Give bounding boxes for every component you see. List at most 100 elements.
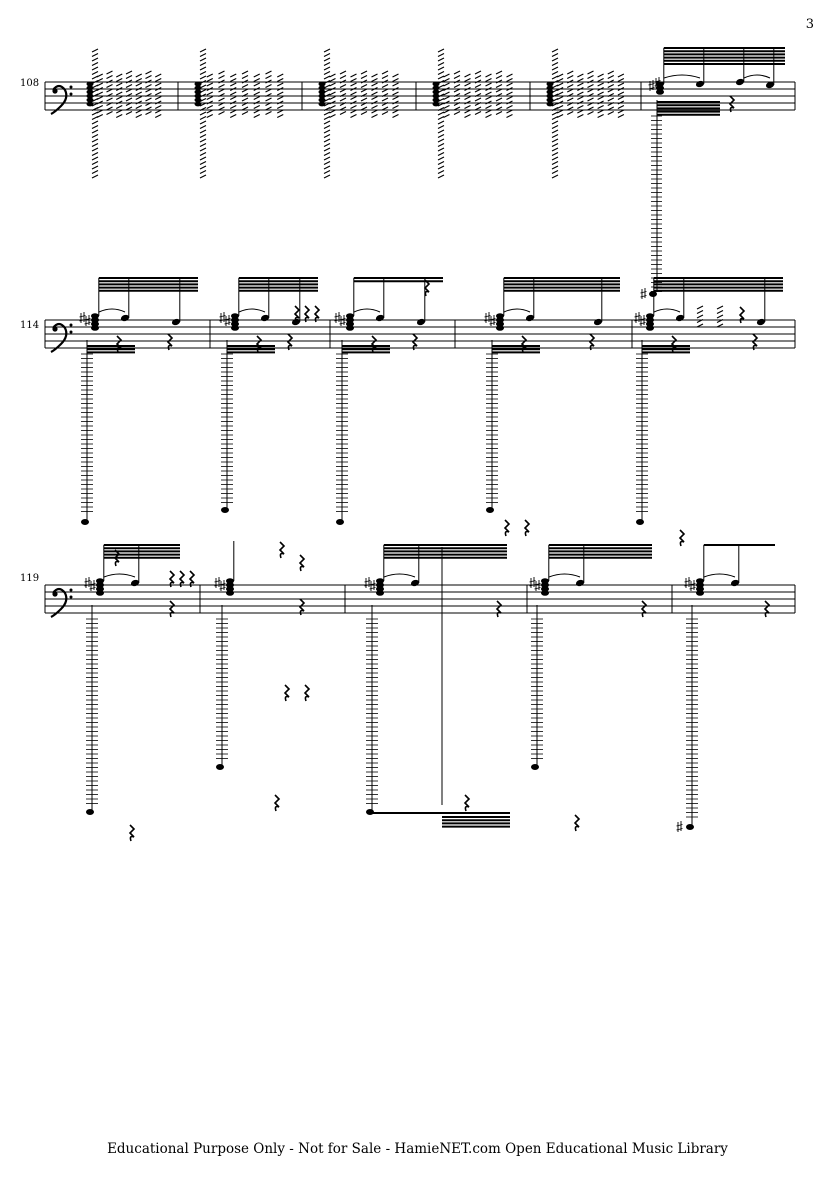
tremolo-mark: [323, 170, 331, 174]
tremolo-mark: [106, 106, 113, 111]
rest-icon: [273, 794, 281, 812]
tremolo-mark: [597, 87, 604, 91]
tremolo-mark: [135, 114, 142, 118]
notehead: [86, 93, 94, 99]
tremolo-mark: [329, 78, 336, 82]
tremolo-mark: [360, 70, 368, 75]
notehead: [546, 85, 554, 91]
tremolo-mark: [323, 62, 331, 66]
tremolo-mark: [323, 111, 331, 116]
tremolo-mark: [91, 165, 99, 170]
tremolo-mark: [443, 82, 450, 87]
tremolo-mark: [116, 87, 123, 91]
tremolo-mark: [125, 79, 133, 84]
tremolo-mark: [230, 109, 237, 114]
tremolo-mark: [551, 66, 559, 71]
tremolo-mark: [381, 102, 389, 106]
rest-icon: [166, 333, 174, 351]
tremolo-mark: [392, 82, 399, 87]
notehead: [541, 578, 549, 584]
tremolo-mark: [453, 106, 461, 111]
tremolo-mark: [350, 87, 357, 91]
tremolo-mark: [253, 109, 260, 114]
tremolo-mark: [323, 152, 331, 156]
notehead: [675, 314, 685, 322]
tremolo-mark: [145, 79, 152, 84]
tremolo-mark: [371, 87, 378, 91]
notehead: [346, 321, 354, 327]
tremolo-mark: [329, 82, 336, 87]
tie: [548, 573, 581, 578]
notehead: [525, 314, 535, 322]
measure-number-system-1: 108: [20, 78, 40, 89]
notehead: [376, 586, 384, 592]
tremolo-mark: [495, 106, 503, 111]
tremolo-mark: [556, 100, 564, 105]
tremolo-mark: [371, 105, 378, 109]
tremolo-mark: [495, 84, 503, 88]
tremolo-mark: [350, 91, 357, 96]
tremolo-mark: [145, 93, 152, 97]
tremolo-mark: [485, 105, 492, 109]
tremolo-mark: [199, 138, 207, 143]
tremolo-mark: [360, 106, 368, 111]
notehead: [260, 314, 270, 322]
rest-icon: [520, 335, 528, 353]
notehead: [318, 93, 326, 99]
tremolo-mark: [551, 62, 559, 66]
tremolo-mark: [617, 100, 625, 105]
notehead: [96, 590, 104, 596]
tremolo-mark: [218, 88, 225, 93]
tremolo-mark: [474, 84, 482, 88]
tremolo-mark: [443, 109, 450, 114]
tremolo-mark: [206, 73, 213, 78]
notehead: [432, 101, 440, 107]
notehead: [636, 519, 644, 525]
tremolo-mark: [241, 79, 249, 84]
notehead: [318, 101, 326, 107]
notehead: [686, 824, 694, 830]
tremolo-mark: [265, 75, 272, 79]
tremolo-mark: [265, 88, 272, 93]
tremolo-mark: [587, 75, 594, 79]
tremolo-mark: [696, 310, 704, 314]
tremolo-mark: [125, 70, 133, 75]
tremolo-mark: [360, 111, 368, 115]
tremolo-mark: [474, 102, 482, 106]
tremolo-mark: [241, 84, 249, 88]
tremolo-mark: [145, 75, 152, 79]
sharp-icon: [84, 315, 91, 326]
tremolo-mark: [218, 79, 225, 84]
notehead: [575, 579, 585, 587]
notehead: [318, 97, 326, 103]
tremolo-mark: [696, 323, 704, 328]
notehead: [226, 578, 234, 584]
notehead: [546, 81, 554, 87]
tremolo-mark: [277, 105, 284, 109]
notehead: [86, 81, 94, 87]
tremolo-mark: [106, 102, 113, 106]
tremolo-mark: [265, 97, 272, 102]
tremolo-mark: [230, 100, 237, 105]
sharp-icon: [529, 577, 536, 588]
sharp-icon: [219, 580, 226, 591]
tremolo-mark: [464, 114, 471, 118]
rest-icon: [278, 541, 286, 559]
bass-clef-dot: [52, 88, 58, 94]
tremolo-mark: [360, 75, 368, 79]
tremolo-mark: [551, 156, 559, 161]
tremolo-mark: [474, 97, 482, 102]
rest-icon: [411, 333, 419, 351]
tremolo-mark: [437, 107, 445, 111]
tremolo-mark: [339, 93, 347, 97]
tremolo-mark: [241, 93, 249, 97]
tremolo-mark: [437, 138, 445, 143]
tremolo-mark: [323, 143, 331, 147]
tremolo-mark: [437, 156, 445, 161]
rest-icon: [286, 333, 294, 351]
tremolo-mark: [350, 78, 357, 82]
tremolo-mark: [443, 96, 450, 100]
tremolo-mark: [241, 97, 249, 102]
tremolo-mark: [91, 66, 99, 71]
notehead: [432, 89, 440, 95]
